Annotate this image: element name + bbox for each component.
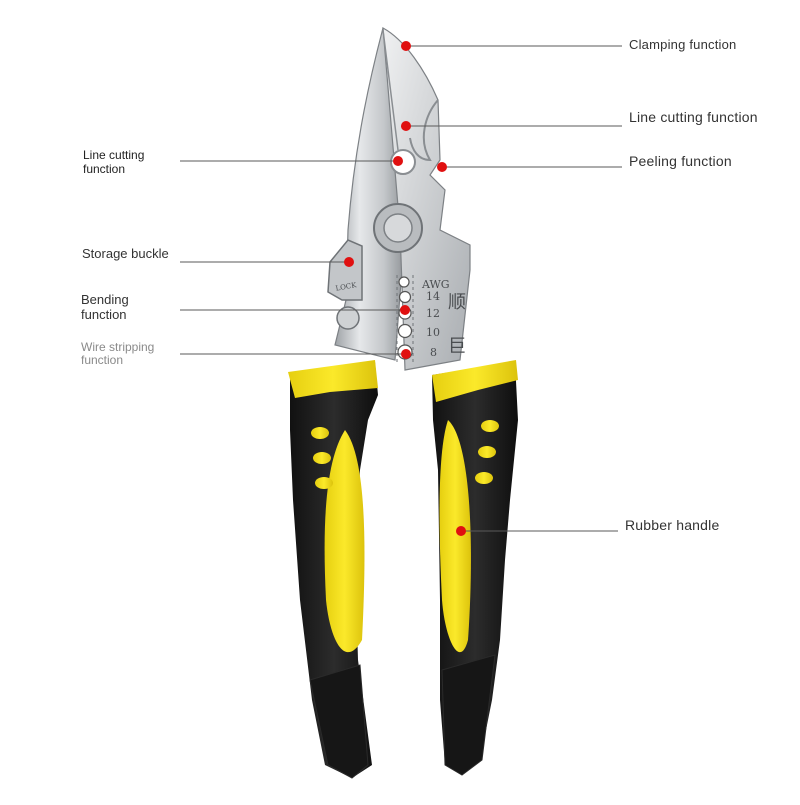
marker-line-cutting-right [401, 121, 411, 131]
label-wire-stripping-line1: Wire stripping [81, 340, 155, 354]
label-line-cutting-left-line2: function [83, 162, 126, 176]
label-clamping-function: Clamping function [629, 37, 737, 52]
brand-char-2: 巨 [448, 336, 466, 357]
engraved-markings: AWG 14 12 10 8 顺 巨 LOCK [335, 278, 466, 359]
label-bending-function: Bending function [81, 292, 129, 322]
marker-wire-stripping [401, 349, 411, 359]
gauge-12: 12 [426, 307, 440, 320]
label-bending-line2: function [81, 307, 127, 322]
right-handle [432, 360, 518, 776]
label-bending-line1: Bending [81, 292, 129, 307]
label-line-cutting-left: Line cutting function [83, 148, 144, 176]
label-line-cutting-function-right: Line cutting function [629, 109, 758, 125]
gauge-10: 10 [426, 326, 440, 339]
awg-mark: AWG [421, 278, 450, 291]
lock-mark: LOCK [335, 281, 358, 293]
marker-rubber-handle [456, 526, 466, 536]
marker-bending [400, 305, 410, 315]
label-wire-stripping-line2: function [81, 353, 124, 367]
marker-line-cutting-left [393, 156, 403, 166]
gauge-14: 14 [426, 290, 440, 303]
label-peeling-function: Peeling function [629, 153, 732, 169]
label-line-cutting-left-line1: Line cutting [83, 148, 145, 162]
marker-clamping [401, 41, 411, 51]
label-rubber-handle: Rubber handle [625, 517, 720, 533]
brand-char-1: 顺 [448, 292, 466, 313]
leader-lines [180, 45, 622, 532]
marker-peeling [437, 162, 447, 172]
label-wire-stripping-function: Wire stripping function [81, 341, 154, 367]
gauge-8: 8 [430, 346, 437, 359]
callout-markers [344, 41, 466, 536]
marker-storage-buckle [344, 257, 354, 267]
label-storage-buckle: Storage buckle [82, 246, 169, 261]
left-handle [288, 360, 378, 779]
steel-head [327, 26, 471, 371]
